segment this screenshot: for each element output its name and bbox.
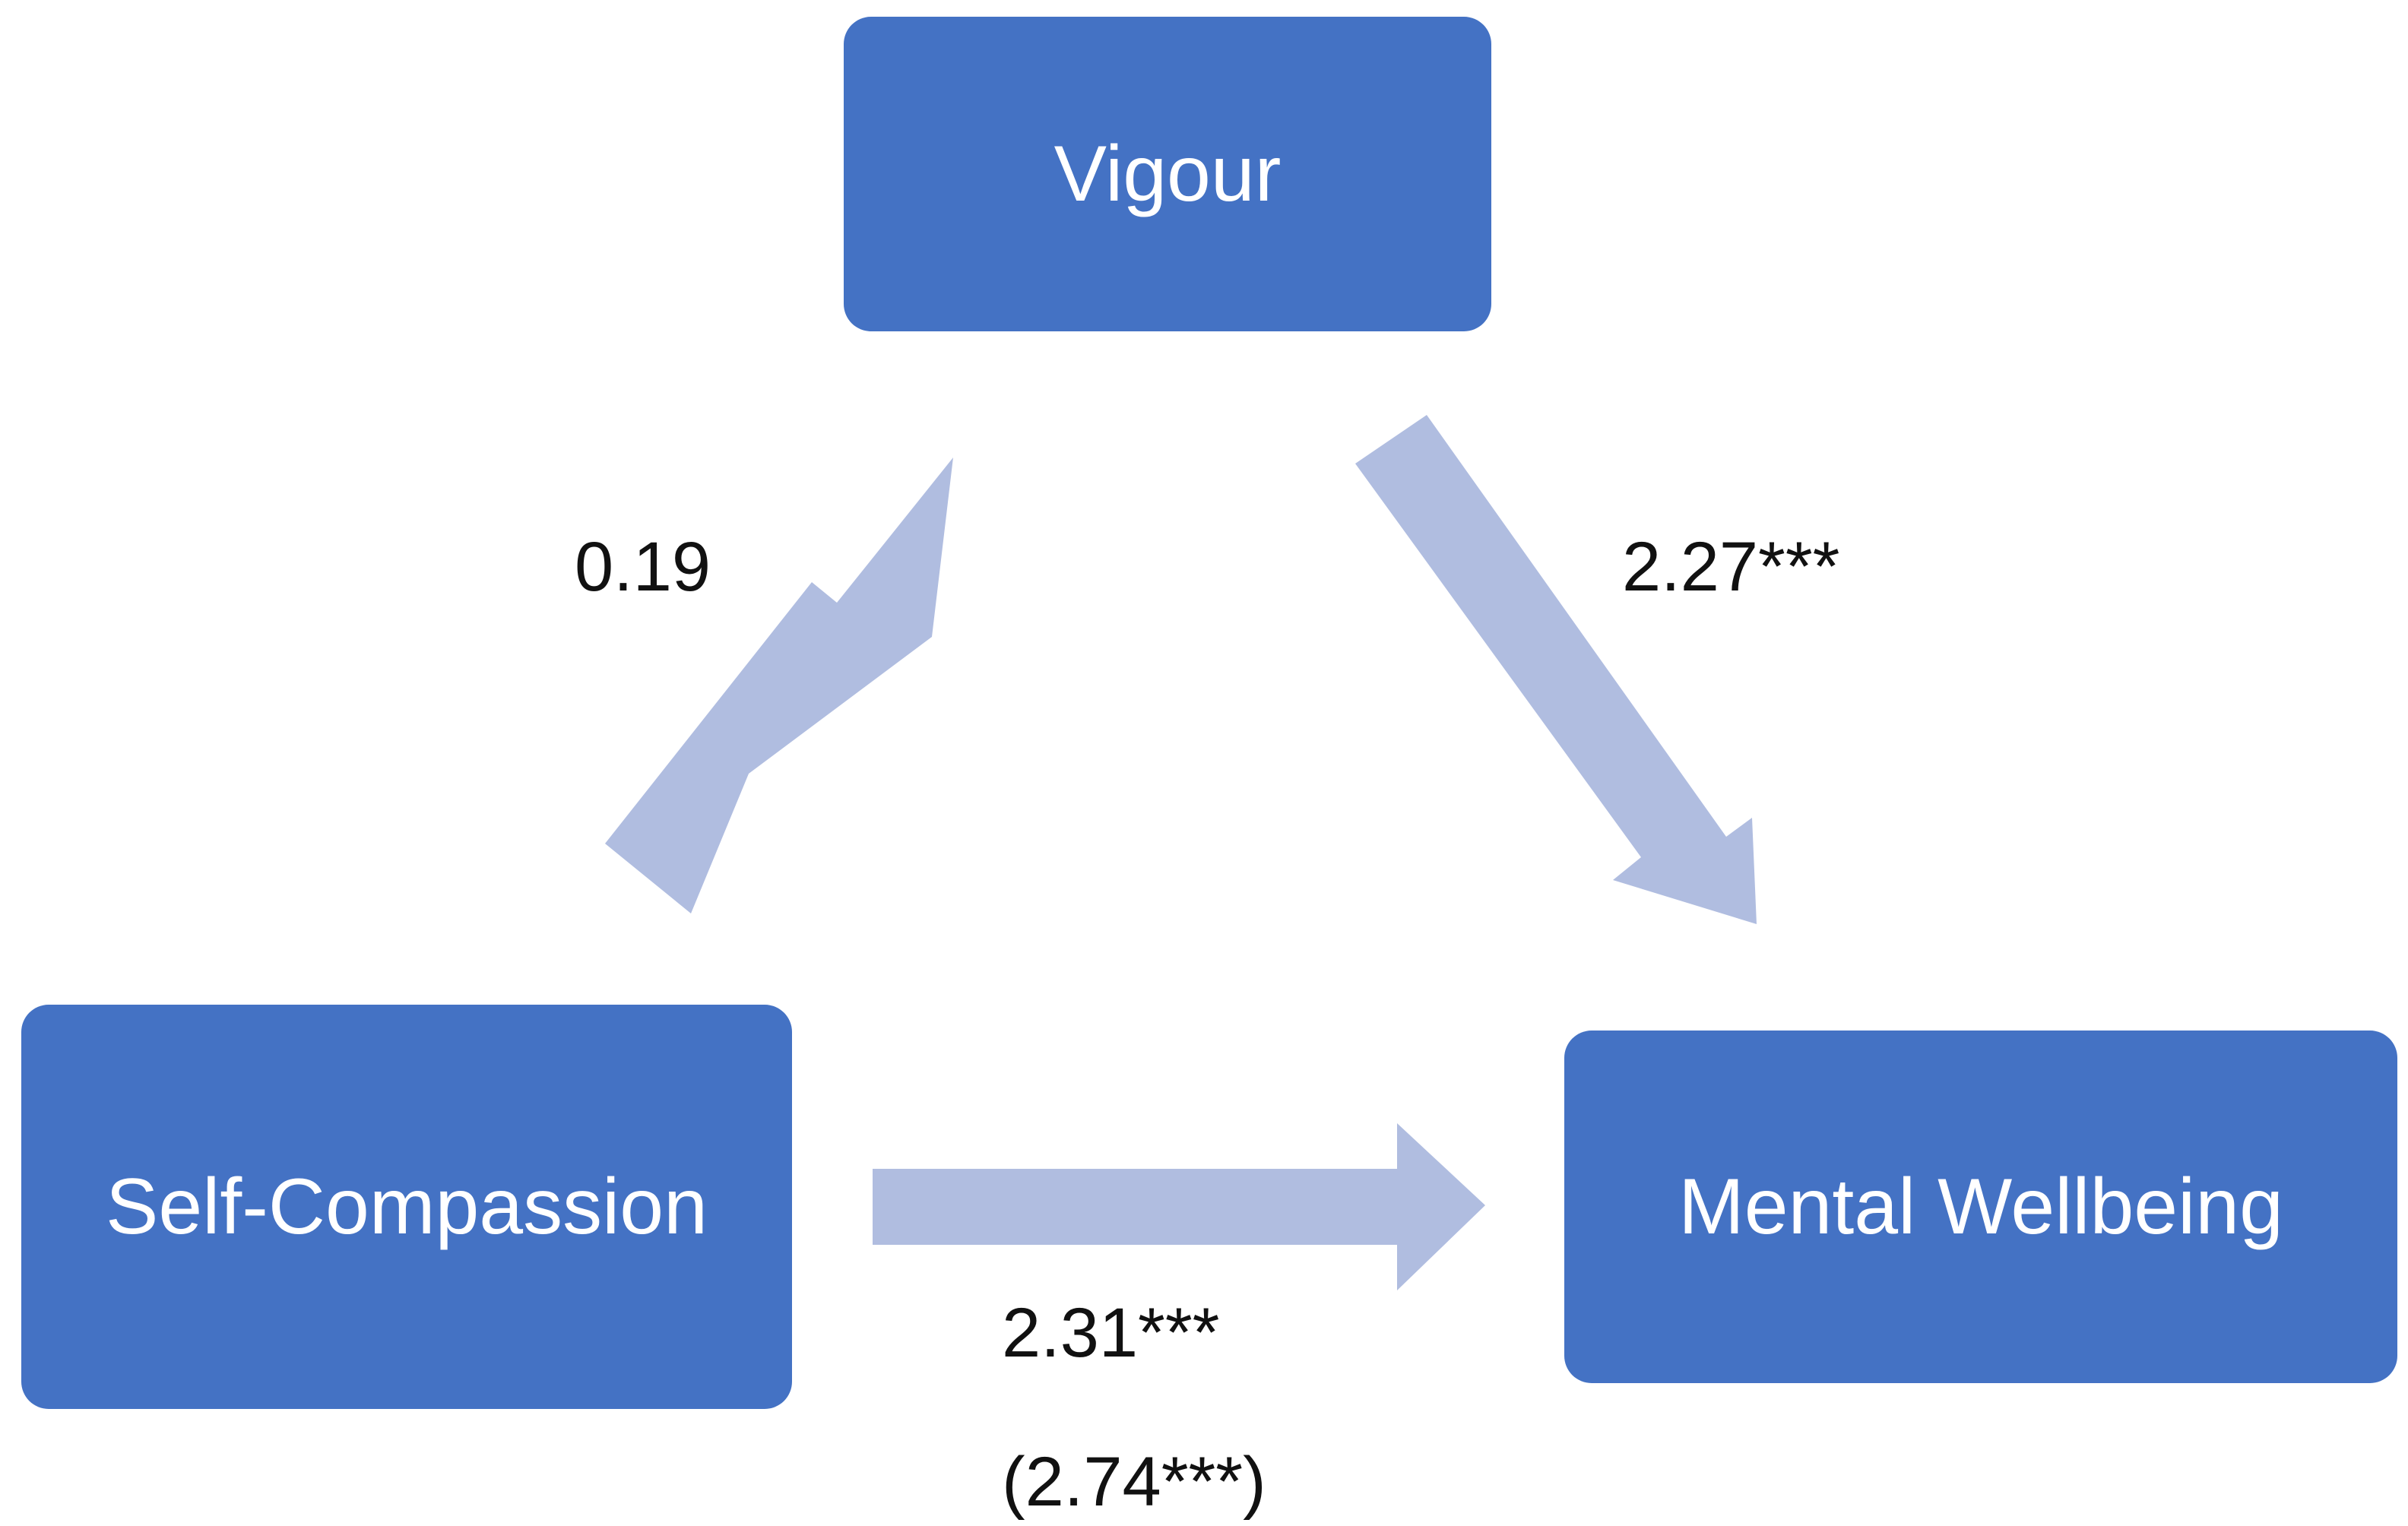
path-c-direct-coefficient: 2.31*** xyxy=(1002,1294,1220,1372)
node-mental-wellbeing-label: Mental Wellbeing xyxy=(1678,1162,2283,1251)
path-c-total-coefficient: (2.74***) xyxy=(1002,1443,1266,1521)
arrow-predictor-to-mediator xyxy=(605,457,953,913)
path-a-coefficient: 0.19 xyxy=(575,528,711,606)
arrow-predictor-to-outcome xyxy=(873,1123,1485,1290)
node-mental-wellbeing: Mental Wellbeing xyxy=(1564,1031,2397,1383)
node-self-compassion: Self-Compassion xyxy=(21,1005,792,1409)
path-b-coefficient: 2.27*** xyxy=(1622,528,1840,606)
node-self-compassion-label: Self-Compassion xyxy=(106,1162,708,1251)
arrow-mediator-to-outcome xyxy=(1355,415,1757,924)
node-vigour-label: Vigour xyxy=(1054,129,1282,218)
node-vigour: Vigour xyxy=(844,17,1491,331)
